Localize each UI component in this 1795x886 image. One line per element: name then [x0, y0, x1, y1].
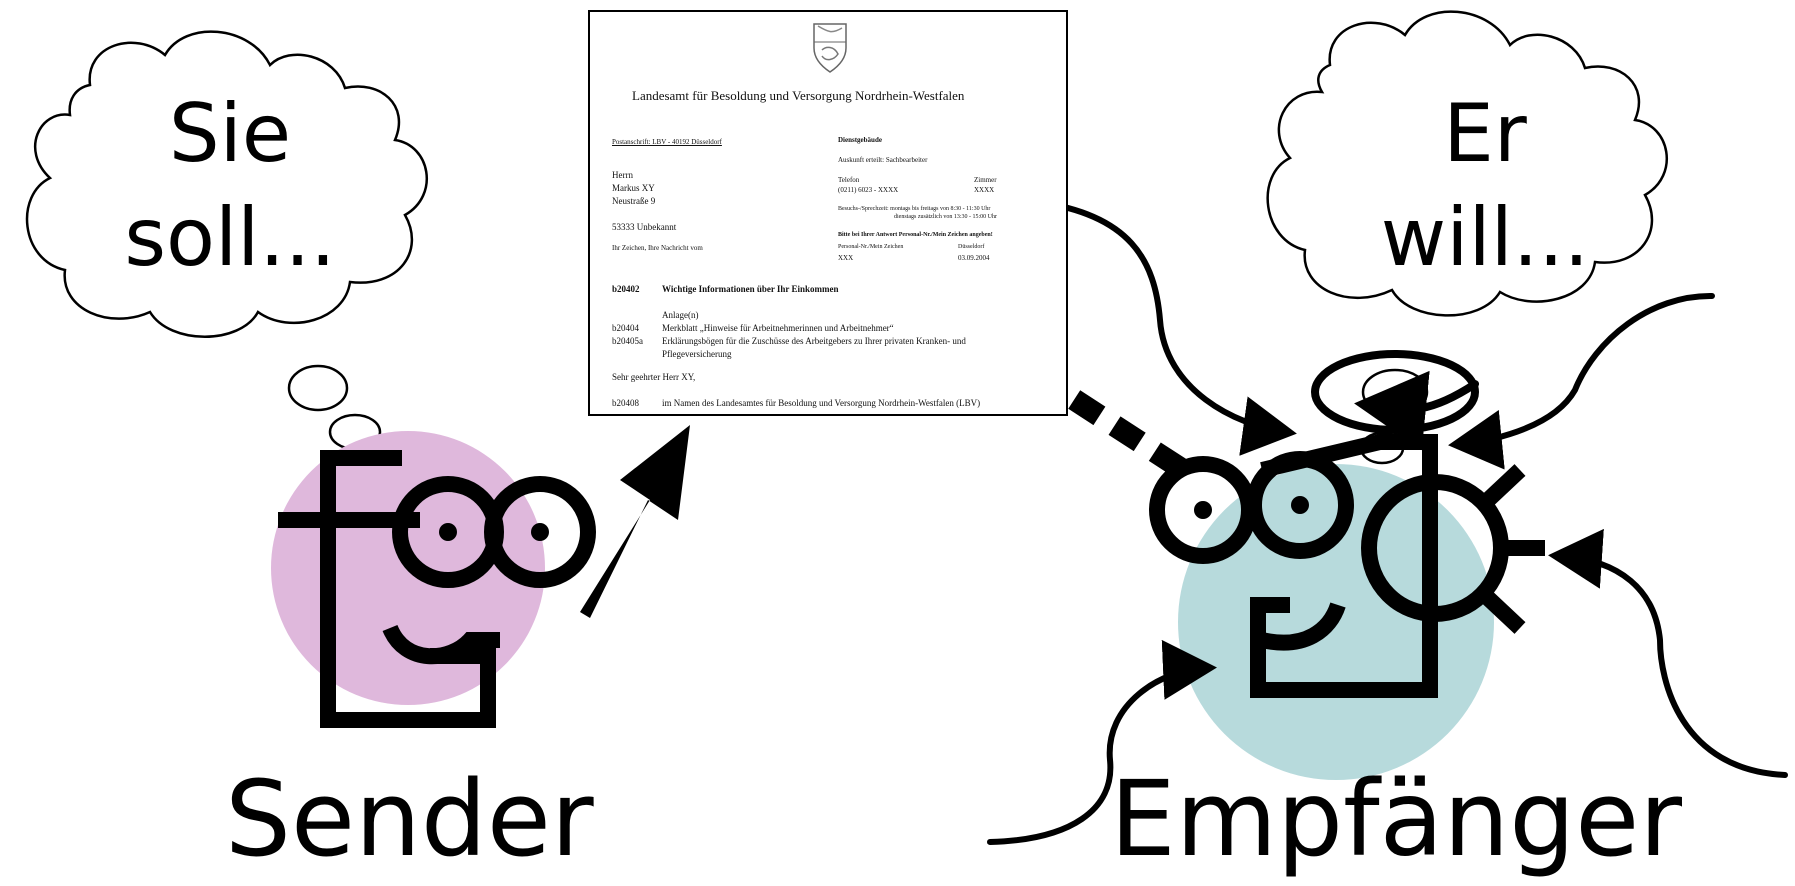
body-text: im Namen des Landesamtes für Besoldung u… [662, 398, 981, 408]
recipient-line-2: Markus XY [612, 183, 655, 193]
attachment-code-1: b20404 [612, 323, 639, 333]
recipient-line-4: 53333 Unbekannt [612, 222, 677, 232]
send-arrow [580, 425, 690, 618]
place-label: Düsseldorf [958, 244, 985, 250]
body-code: b20408 [612, 398, 639, 408]
subject: Wichtige Informationen über Ihr Einkomme… [662, 284, 839, 294]
reference-label: Ihr Zeichen, Ihre Nachricht vom [612, 244, 703, 252]
hours-line-2: dienstags zusätzlich von 13:30 - 15:00 U… [894, 214, 997, 220]
phone-label: Telefon [838, 176, 860, 184]
sender-thought-line-1: Sie [168, 87, 292, 180]
date-value: 03.09.2004 [958, 254, 990, 262]
attachment-code-2: b20405a [612, 336, 643, 346]
attachment-text-2: Erklärungsbögen für die Zuschüsse des Ar… [662, 336, 966, 346]
attachment-text-1: Merkblatt „Hinweise für Arbeitnehmerinne… [662, 323, 894, 333]
info-line: Auskunft erteilt: Sachbearbeiter [838, 156, 928, 164]
coat-of-arms-icon [813, 23, 847, 73]
receiver-thought-text: Er will... [1335, 82, 1635, 290]
letter-document: Landesamt für Besoldung und Versorgung N… [588, 10, 1068, 416]
personal-label: Personal-Nr./Mein Zeichen [838, 244, 904, 250]
attachments-label: Anlage(n) [662, 310, 699, 320]
recipient-line-1: Herrn [612, 170, 633, 180]
receiver-label: Empfänger [1110, 758, 1683, 880]
letter-title: Landesamt für Besoldung und Versorgung N… [632, 88, 965, 103]
phone-value: (0211) 6023 - XXXX [838, 186, 899, 194]
sender-head-icon [271, 431, 596, 728]
room-value: XXXX [974, 186, 995, 194]
receiver-thought-line-2: will... [1380, 191, 1590, 284]
return-address: Postanschrift: LBV - 40192 Düsseldorf [612, 138, 722, 146]
room-label: Zimmer [974, 176, 997, 184]
receiver-thought-line-1: Er [1443, 87, 1527, 180]
subject-code: b20402 [612, 284, 640, 294]
answer-notice: Bitte bei Ihrer Antwort Personal-Nr./Mei… [838, 232, 993, 238]
personal-value: XXX [838, 254, 854, 262]
sender-label: Sender [225, 758, 594, 880]
influence-arrows [987, 199, 1788, 845]
sender-thought-line-2: soll... [124, 191, 336, 284]
sender-thought-text: Sie soll... [100, 82, 360, 290]
attachment-text-3: Pflegeversicherung [662, 349, 732, 359]
recipient-line-3: Neustraße 9 [612, 196, 656, 206]
receiver-head-icon [1149, 434, 1545, 780]
hours-line-1: Besuchs-/Sprechzeit: montags bis freitag… [838, 206, 991, 212]
office-header: Dienstgebäude [838, 136, 882, 144]
salutation: Sehr geehrter Herr XY, [612, 372, 696, 382]
